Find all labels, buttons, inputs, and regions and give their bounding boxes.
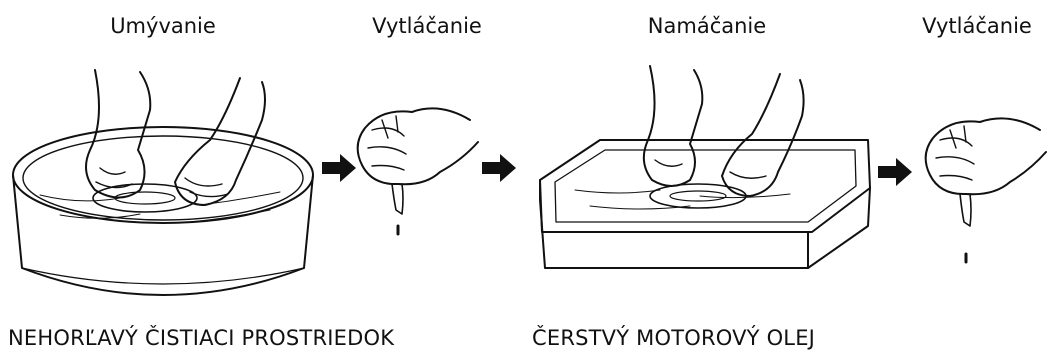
- squeezing-hand-icon: [358, 108, 478, 234]
- right-arrow-icon: [322, 154, 356, 182]
- caption-cleaning-agent: NEHORĽAVÝ ČISTIACI PROSTRIEDOK: [8, 326, 394, 350]
- right-arrow-icon: [482, 154, 516, 182]
- caption-engine-oil: ČERSTVÝ MOTOROVÝ OLEJ: [532, 326, 815, 350]
- right-arrow-icon: [878, 158, 912, 186]
- rectangular-tray-icon: [540, 140, 870, 268]
- squeezing-hand-icon: [926, 118, 1046, 262]
- soaking-hands-icon: [644, 66, 804, 196]
- round-basin-icon: [13, 127, 313, 295]
- washing-hands-icon: [86, 70, 265, 205]
